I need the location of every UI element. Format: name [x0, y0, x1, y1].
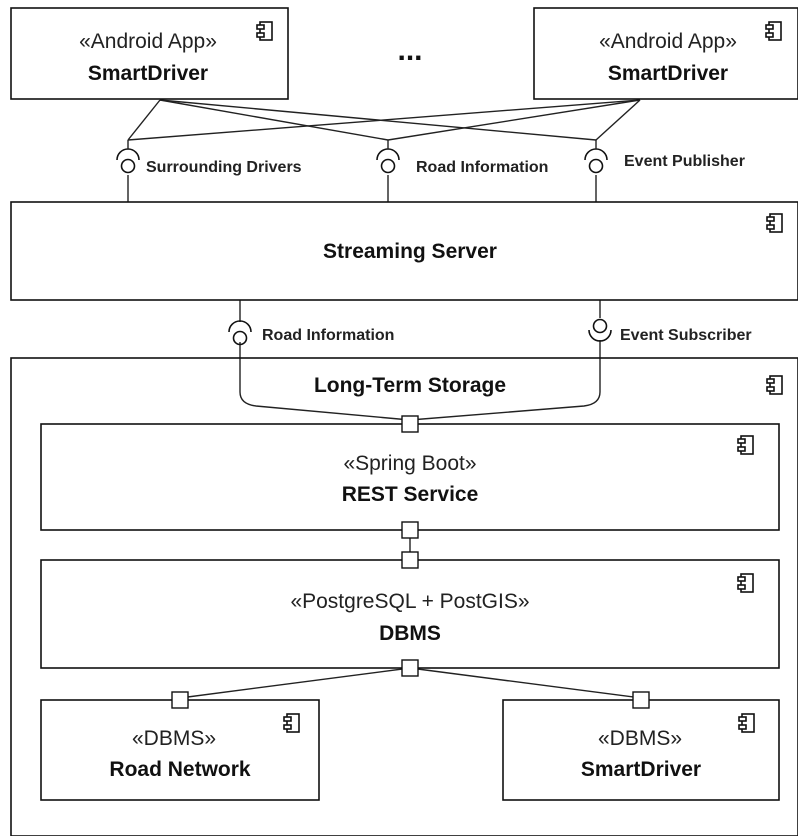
smartdriver-db[interactable]: «DBMS» SmartDriver [502, 699, 780, 801]
port-rest-out [401, 521, 419, 539]
interface-ball-icon [588, 158, 604, 174]
component-name: Road Network [109, 758, 251, 781]
interface-surrounding-drivers: Surrounding Drivers [116, 140, 302, 176]
interface-road-information-lower: Road Information [228, 320, 394, 346]
component-icon [766, 375, 783, 395]
stereotype-label: «Android App» [79, 30, 217, 53]
connector-lines [127, 99, 642, 699]
stereotype-label: «Spring Boot» [343, 452, 476, 475]
rest-service[interactable]: «Spring Boot» REST Service [40, 423, 780, 531]
stereotype-label: «PostgreSQL + PostGIS» [290, 590, 529, 613]
interface-ball-icon [232, 330, 248, 346]
interface-ball-icon [120, 158, 136, 174]
component-name: SmartDriver [581, 758, 701, 781]
interface-socket-icon [584, 148, 608, 161]
stereotype-label: «DBMS» [598, 727, 682, 750]
port-smartdriver [632, 691, 650, 709]
interface-label: Road Information [416, 159, 548, 176]
component-name: SmartDriver [608, 62, 728, 85]
port-dbms-in [401, 551, 419, 569]
stereotype-label: «DBMS» [132, 727, 216, 750]
road-network-db[interactable]: «DBMS» Road Network [40, 699, 320, 801]
interface-socket-icon [376, 148, 400, 161]
port-road-network [171, 691, 189, 709]
interface-road-information-upper: Road Information [376, 140, 548, 176]
port-storage-in [401, 415, 419, 433]
interface-socket-icon [116, 148, 140, 161]
stereotype-label: «Android App» [599, 30, 737, 53]
component-name: Streaming Server [323, 240, 497, 263]
interface-label: Road Information [262, 327, 394, 344]
component-name: REST Service [342, 483, 479, 506]
dbms[interactable]: «PostgreSQL + PostGIS» DBMS [40, 559, 780, 669]
interface-socket-icon [588, 329, 612, 342]
container-title: Long-Term Storage [314, 374, 506, 397]
streaming-server[interactable]: Streaming Server [10, 201, 798, 301]
interface-label: Event Subscriber [620, 327, 752, 344]
component-name: SmartDriver [88, 62, 208, 85]
port-dbms-out [401, 659, 419, 677]
interface-ball-icon [592, 318, 608, 334]
interface-socket-icon [228, 320, 252, 333]
interface-event-subscriber: Event Subscriber [588, 318, 752, 344]
interface-label: Surrounding Drivers [146, 159, 302, 176]
long-term-storage[interactable]: Long-Term Storage [10, 357, 798, 836]
interface-ball-icon [380, 158, 396, 174]
component-name: DBMS [379, 622, 441, 645]
interface-event-publisher: Event Publisher [584, 140, 745, 174]
interface-label: Event Publisher [624, 153, 745, 170]
android-app-left[interactable]: «Android App» SmartDriver [10, 7, 289, 100]
android-app-right[interactable]: «Android App» SmartDriver [533, 7, 798, 100]
ellipsis: ... [397, 34, 422, 67]
